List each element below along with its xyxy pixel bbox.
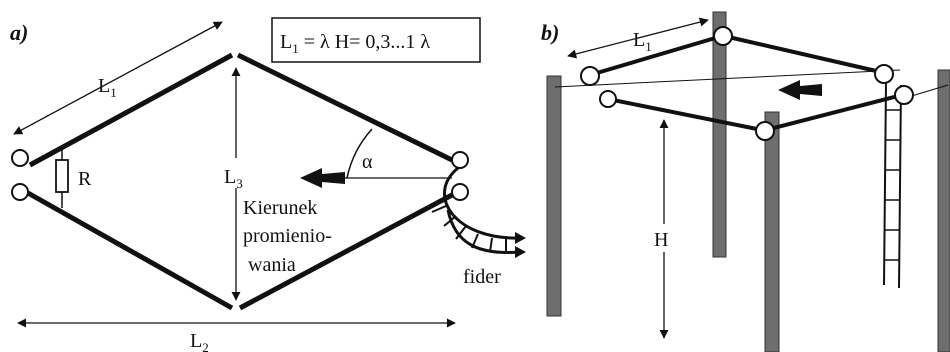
panel-b: b) — [541, 11, 950, 352]
l1-label-b: L1 — [633, 29, 652, 54]
wire-b-4 — [765, 93, 903, 132]
wire-b-2 — [723, 34, 886, 75]
ladder — [883, 81, 902, 289]
insulator-5 — [874, 64, 894, 84]
terminal-left-top — [11, 149, 29, 167]
resistor-label: R — [78, 168, 92, 190]
rhombus-wire-upper-right — [236, 52, 454, 163]
wire-b-3 — [607, 97, 763, 132]
insulator-4 — [755, 121, 775, 141]
resistor — [55, 159, 69, 193]
radiation-direction-arrow — [300, 168, 345, 188]
panel-b-label: b) — [541, 20, 559, 45]
insulator-6 — [894, 85, 914, 105]
insulator-2 — [599, 90, 617, 108]
svg-text:Kierunek: Kierunek — [243, 197, 317, 219]
rhombus-wire-lower-left — [26, 190, 234, 311]
pole-back — [712, 11, 727, 258]
panel-a: a) L1 = λ H= 0,3...1 λ R L1 L3 L2 α — [10, 17, 526, 352]
angle-label: α — [362, 151, 373, 173]
l1-dimension-arrow-b — [567, 17, 709, 59]
panel-a-label: a) — [10, 20, 28, 45]
l2-label: L2 — [190, 330, 209, 352]
feeder-line — [431, 166, 526, 258]
insulator-3 — [713, 26, 733, 46]
pole-right — [937, 69, 950, 352]
pole-front — [764, 111, 780, 352]
angle-arc — [346, 128, 373, 179]
rhombus-wire-lower-right — [238, 192, 454, 311]
height-label: H — [654, 229, 668, 251]
feeder-label: fider — [463, 266, 501, 288]
formula-box — [271, 17, 481, 63]
radiation-direction-label: Kierunek promienio- wania — [243, 197, 332, 276]
wire-b-1 — [589, 34, 723, 77]
terminal-right-top — [451, 151, 469, 169]
terminal-left-bottom — [11, 183, 29, 201]
l1-dimension-arrow — [13, 21, 223, 135]
insulator-1 — [580, 66, 600, 86]
direction-arrow-b — [778, 80, 822, 100]
svg-text:promienio-: promienio- — [243, 225, 332, 247]
l1-label: L1 — [98, 75, 117, 100]
svg-text:wania: wania — [248, 254, 296, 276]
l3-label: L3 — [224, 166, 243, 191]
pole-left — [546, 75, 562, 317]
terminal-right-bottom — [451, 183, 469, 201]
formula-text: L1 = λ H= 0,3...1 λ — [280, 31, 430, 56]
